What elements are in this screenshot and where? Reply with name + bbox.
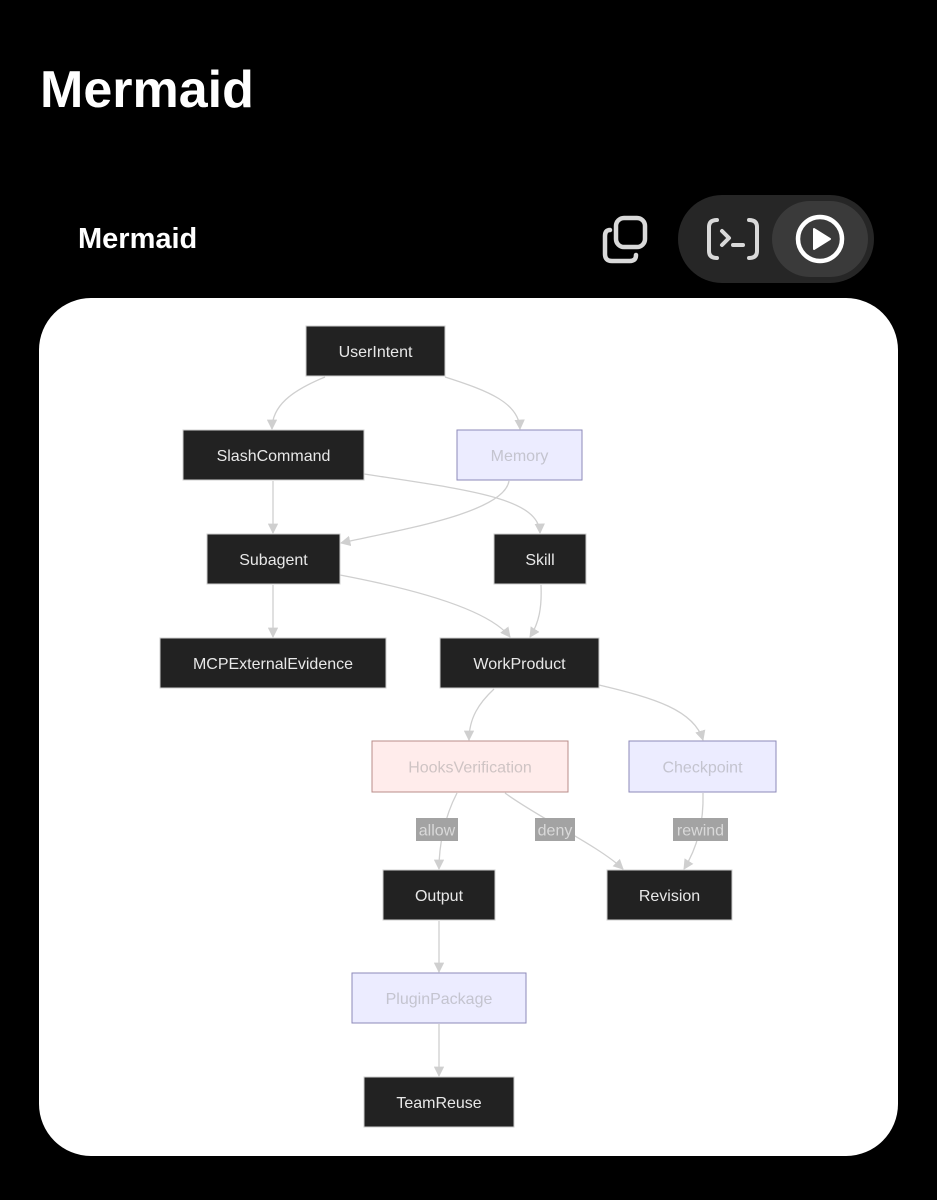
node-label: UserIntent xyxy=(339,344,413,361)
edge-label-rewind: rewind xyxy=(673,818,728,841)
node-mcpexternalevidence: MCPExternalEvidence xyxy=(159,637,387,689)
node-label: Memory xyxy=(491,448,549,465)
preview-button[interactable] xyxy=(772,201,868,277)
node-label: PluginPackage xyxy=(386,991,493,1008)
node-label: MCPExternalEvidence xyxy=(193,656,353,673)
edge-label-text: allow xyxy=(419,823,456,840)
code-view-button[interactable] xyxy=(698,209,768,269)
node-box xyxy=(606,869,733,921)
play-circle-icon xyxy=(795,214,845,264)
node-box xyxy=(363,1076,515,1128)
node-box xyxy=(351,972,527,1024)
node-revision: Revision xyxy=(606,869,733,921)
node-hooksverification: HooksVerification xyxy=(371,740,569,793)
node-label: Output xyxy=(415,888,464,905)
edge-label-text: deny xyxy=(538,823,573,840)
copy-button[interactable] xyxy=(594,209,656,271)
edge-label-allow: allow xyxy=(416,818,458,841)
node-output: Output xyxy=(382,869,496,921)
copy-icon xyxy=(602,215,648,264)
node-workproduct: WorkProduct xyxy=(439,637,600,689)
edge-workproduct-to-checkpoint xyxy=(598,684,706,741)
node-slashcommand: SlashCommand xyxy=(182,429,365,481)
node-memory: Memory xyxy=(456,429,583,481)
node-label: Subagent xyxy=(239,552,308,569)
node-box xyxy=(371,740,569,793)
edge-memory-to-subagent xyxy=(339,480,510,547)
edge-label-background xyxy=(416,818,458,841)
edge-skill-to-workproduct xyxy=(529,584,542,638)
node-box xyxy=(382,869,496,921)
node-subagent: Subagent xyxy=(206,533,341,585)
node-box xyxy=(439,637,600,689)
node-label: TeamReuse xyxy=(396,1095,481,1112)
node-userintent: UserIntent xyxy=(305,325,446,377)
edge-userintent-to-slashcommand xyxy=(266,376,326,431)
node-box xyxy=(206,533,341,585)
node-label: Revision xyxy=(639,888,700,905)
edge-subagent-to-workproduct xyxy=(339,574,511,638)
node-label: Checkpoint xyxy=(662,760,743,777)
code-block-header: Mermaid xyxy=(0,195,937,285)
edge-slashcommand-to-skill xyxy=(363,473,545,535)
edge-workproduct-to-hooksverification xyxy=(463,688,495,742)
edge-label-text: rewind xyxy=(677,823,724,840)
node-label: WorkProduct xyxy=(473,656,566,673)
node-teamreuse: TeamReuse xyxy=(363,1076,515,1128)
edge-label-deny: deny xyxy=(535,818,575,841)
node-label: SlashCommand xyxy=(217,448,331,465)
node-box xyxy=(628,740,777,793)
edge-userintent-to-memory xyxy=(444,376,525,431)
node-box xyxy=(159,637,387,689)
node-label: HooksVerification xyxy=(408,760,532,777)
node-box xyxy=(493,533,587,585)
view-toggle xyxy=(678,195,874,283)
edge-label-background xyxy=(673,818,728,841)
code-block-label: Mermaid xyxy=(78,223,198,255)
node-skill: Skill xyxy=(493,533,587,585)
node-box xyxy=(305,325,446,377)
edge-label-background xyxy=(535,818,575,841)
terminal-code-icon xyxy=(707,218,759,260)
node-checkpoint: Checkpoint xyxy=(628,740,777,793)
node-pluginpackage: PluginPackage xyxy=(351,972,527,1024)
node-box xyxy=(182,429,365,481)
page-title: Mermaid xyxy=(40,61,254,119)
node-label: Skill xyxy=(525,552,554,569)
node-box xyxy=(456,429,583,481)
